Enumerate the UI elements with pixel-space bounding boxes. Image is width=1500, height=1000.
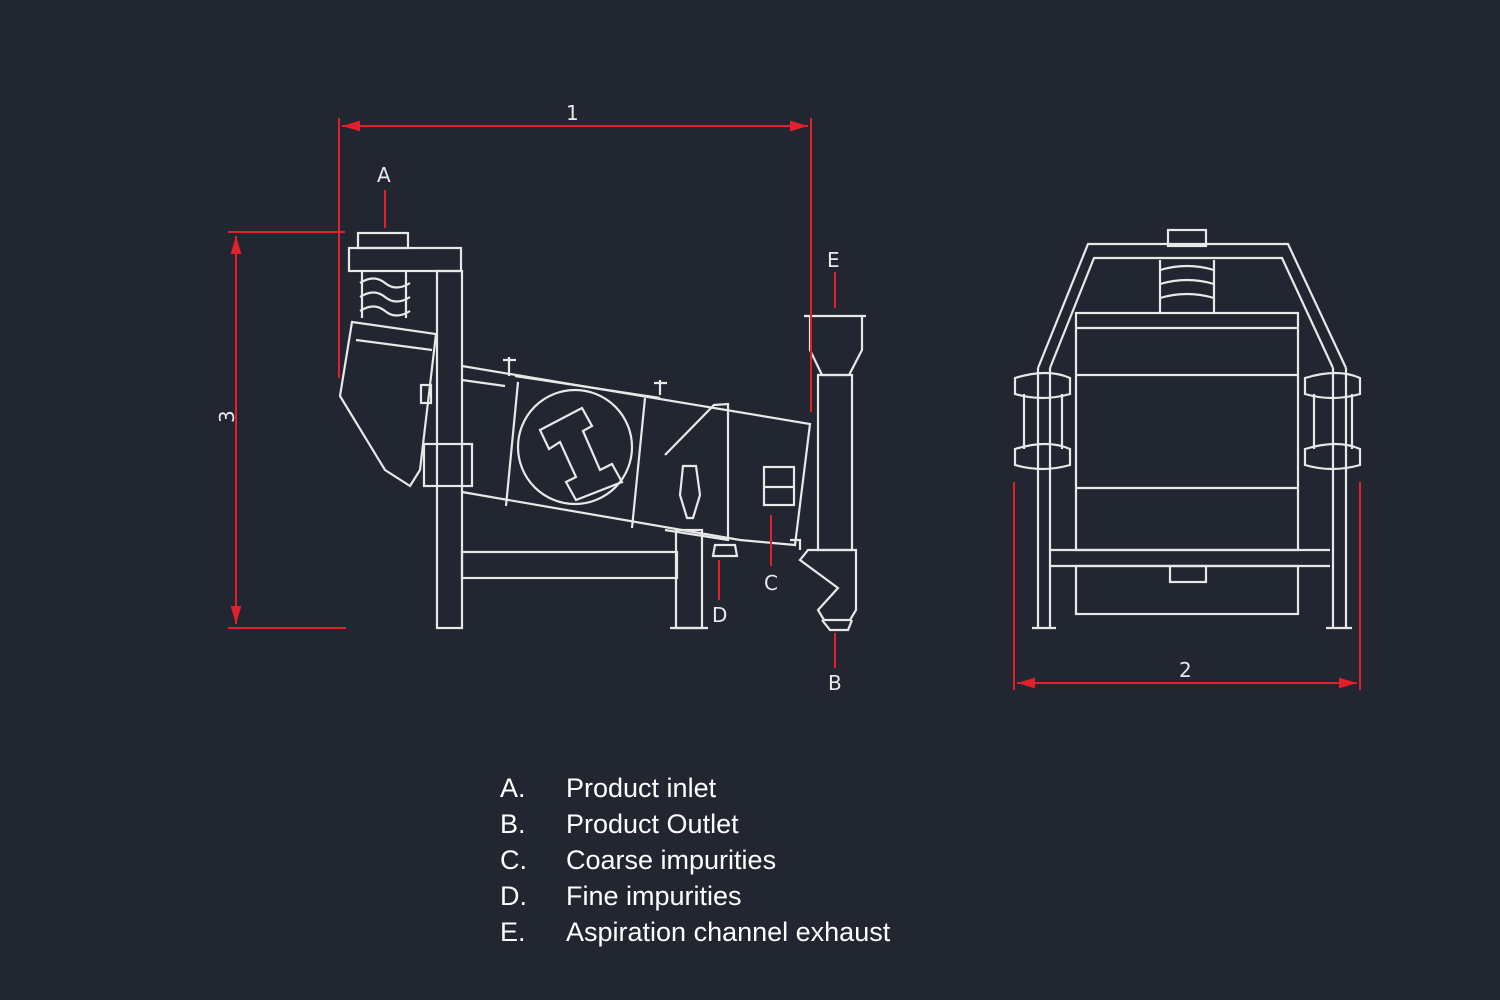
legend-text: Product Outlet (566, 809, 739, 839)
dimension-label-2: 2 (1179, 658, 1192, 682)
dimension-lines (228, 118, 1361, 690)
legend-letter: A. (500, 773, 526, 803)
callout-e: E (827, 248, 840, 272)
callout-c: C (764, 571, 778, 595)
legend-letter: E. (500, 917, 526, 947)
legend-text: Fine impurities (566, 881, 742, 911)
callout-b: B (828, 671, 842, 695)
legend-letter: C. (500, 845, 527, 875)
front-view (1013, 228, 1362, 630)
legend: A. Product inlet B. Product Outlet C. Co… (500, 770, 890, 950)
dimension-label-1: 1 (566, 101, 579, 125)
legend-letter: B. (500, 809, 526, 839)
legend-text: Product inlet (566, 773, 717, 803)
callout-a: A (377, 163, 391, 187)
legend-item: C. Coarse impurities (500, 842, 890, 878)
legend-letter: D. (500, 881, 527, 911)
legend-text: Coarse impurities (566, 845, 777, 875)
side-view (338, 231, 866, 632)
legend-item: A. Product inlet (500, 770, 890, 806)
legend-item: D. Fine impurities (500, 878, 890, 914)
legend-item: B. Product Outlet (500, 806, 890, 842)
legend-text: Aspiration channel exhaust (566, 917, 891, 947)
callout-d: D (712, 603, 727, 627)
dimension-label-3: 3 (215, 410, 239, 423)
legend-item: E. Aspiration channel exhaust (500, 914, 890, 950)
